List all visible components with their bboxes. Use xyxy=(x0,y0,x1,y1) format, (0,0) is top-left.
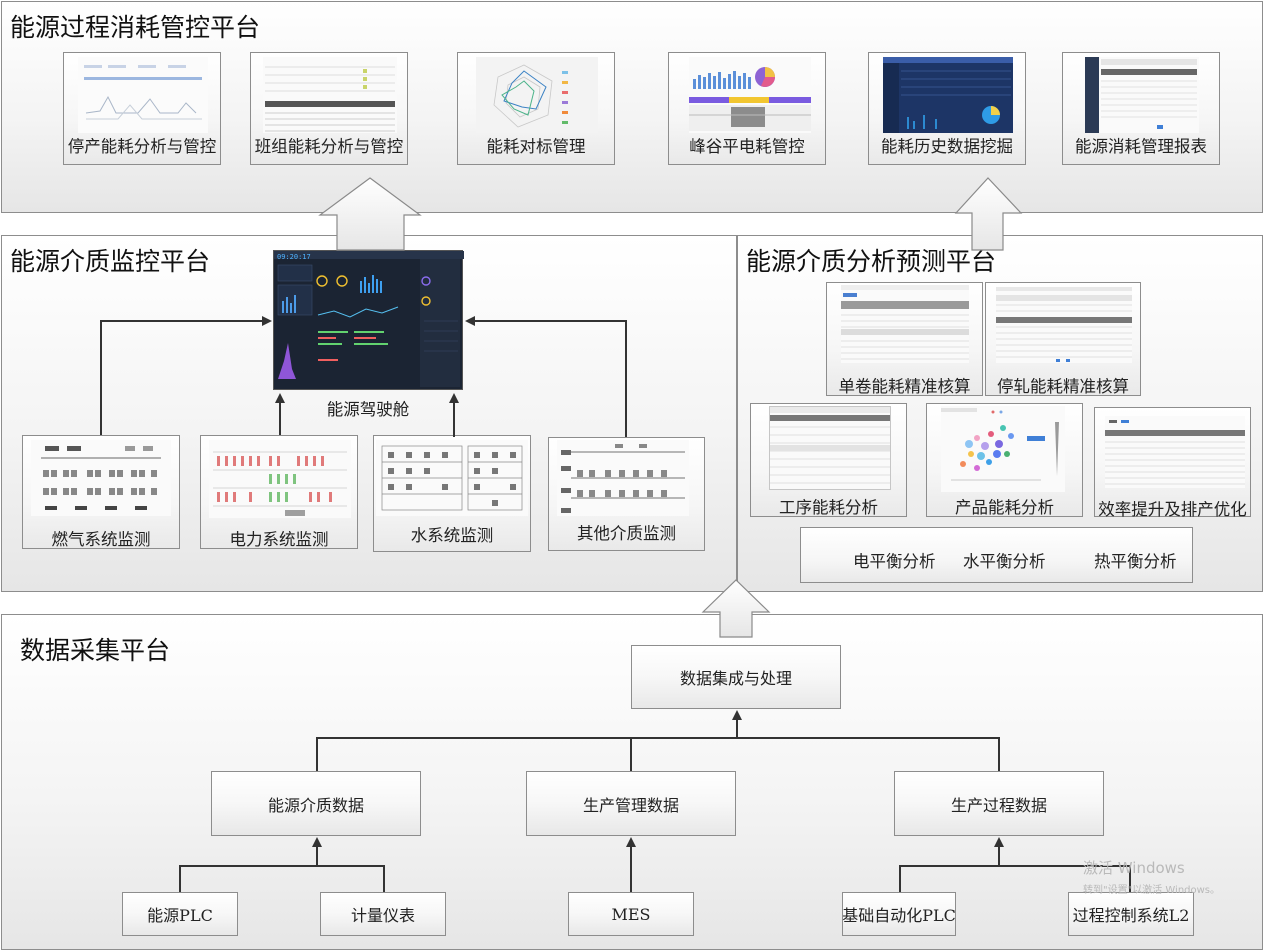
production-process-data[interactable]: 生产过程数据 xyxy=(894,771,1104,836)
box-label: 能源介质数据 xyxy=(267,795,364,815)
card-label: 其他介质监测 xyxy=(577,524,676,543)
box-label: 过程控制系统L2 xyxy=(1072,906,1190,925)
card-history-mining[interactable]: 能耗历史数据挖掘 xyxy=(868,52,1026,165)
card-label: 班组能耗分析与管控 xyxy=(254,137,404,156)
production-management-data[interactable]: 生产管理数据 xyxy=(526,771,736,836)
panel-title: 数据采集平台 xyxy=(20,636,171,665)
data-integration-processing[interactable]: 数据集成与处理 xyxy=(631,645,841,709)
thumbnail xyxy=(996,287,1132,363)
source-energy-plc[interactable]: 能源PLC xyxy=(122,892,238,936)
thumbnail xyxy=(941,406,1065,492)
card-team-energy[interactable]: 班组能耗分析与管控 xyxy=(250,52,408,165)
cockpit-chart-graphic xyxy=(274,251,464,387)
thumbnail xyxy=(376,440,528,516)
card-efficiency-scheduling[interactable]: 效率提升及排产优化 xyxy=(1094,407,1251,519)
box-label: 生产过程数据 xyxy=(950,795,1047,815)
thumbnail xyxy=(1085,57,1199,133)
card-shutdown-rolling-accounting[interactable]: 停轧能耗精准核算 xyxy=(985,282,1141,396)
electric-balance-analysis[interactable]: 电平衡分析 xyxy=(853,552,936,571)
box-label: 计量仪表 xyxy=(350,906,415,925)
water-balance-analysis[interactable]: 水平衡分析 xyxy=(963,552,1046,571)
source-mes[interactable]: MES xyxy=(568,892,694,936)
box-label: 数据集成与处理 xyxy=(679,669,792,688)
panel-title: 能源介质监控平台 xyxy=(10,247,211,276)
heat-balance-analysis[interactable]: 热平衡分析 xyxy=(1094,552,1177,571)
thumbnail xyxy=(883,57,1013,133)
card-water-monitoring[interactable]: 水系统监测 xyxy=(373,435,531,552)
card-label: 产品能耗分析 xyxy=(955,498,1054,517)
thumbnail xyxy=(689,57,811,133)
source-basic-automation-plc[interactable]: 基础自动化PLC xyxy=(842,892,956,936)
card-label: 燃气系统监测 xyxy=(51,530,151,549)
source-metering-instruments[interactable]: 计量仪表 xyxy=(320,892,446,936)
card-process-energy-analysis[interactable]: 工序能耗分析 xyxy=(750,403,907,517)
cockpit-label: 能源驾驶舱 xyxy=(326,400,410,419)
up-arrow-collect-to-predict xyxy=(701,579,771,638)
thumbnail xyxy=(263,57,397,133)
card-product-energy-analysis[interactable]: 产品能耗分析 xyxy=(926,403,1083,517)
card-label: 工序能耗分析 xyxy=(779,498,878,517)
thumbnail xyxy=(209,440,351,518)
up-arrow-predict-to-top xyxy=(954,177,1023,251)
card-label: 电力系统监测 xyxy=(229,530,329,549)
card-label: 停轧能耗精准核算 xyxy=(997,377,1129,396)
card-label: 能源消耗管理报表 xyxy=(1075,137,1207,156)
box-label: 能源PLC xyxy=(147,906,213,925)
card-other-medium-monitoring[interactable]: 其他介质监测 xyxy=(548,437,705,551)
cockpit-clock: 09:20:17 xyxy=(277,253,311,261)
card-label: 单卷能耗精准核算 xyxy=(838,377,971,396)
card-gas-monitoring[interactable]: 燃气系统监测 xyxy=(22,435,180,549)
card-label: 效率提升及排产优化 xyxy=(1098,500,1247,519)
card-label: 停产能耗分析与管控 xyxy=(67,137,217,156)
balance-analysis-group: 电平衡分析 水平衡分析 热平衡分析 xyxy=(800,527,1193,583)
card-shutdown-energy[interactable]: 停产能耗分析与管控 xyxy=(63,52,221,165)
windows-activation-watermark-title: 激活 Windows xyxy=(1083,859,1185,877)
thumbnail xyxy=(31,440,171,516)
card-power-monitoring[interactable]: 电力系统监测 xyxy=(200,435,358,549)
panel-title: 能源过程消耗管控平台 xyxy=(10,13,261,42)
thumbnail xyxy=(769,406,891,490)
card-benchmark[interactable]: 能耗对标管理 xyxy=(457,52,615,165)
panel-title: 能源介质分析预测平台 xyxy=(746,247,997,276)
card-label: 峰谷平电耗管控 xyxy=(689,137,805,156)
card-label: 能耗历史数据挖掘 xyxy=(881,137,1013,156)
card-label: 能耗对标管理 xyxy=(486,137,586,156)
box-label: MES xyxy=(611,904,651,924)
card-peak-valley[interactable]: 峰谷平电耗管控 xyxy=(668,52,826,165)
card-label: 水系统监测 xyxy=(410,526,494,545)
box-label: 基础自动化PLC xyxy=(842,906,956,925)
box-label: 生产管理数据 xyxy=(582,795,679,815)
card-coil-energy-accounting[interactable]: 单卷能耗精准核算 xyxy=(826,282,983,396)
thumbnail xyxy=(1105,416,1245,488)
energy-medium-data[interactable]: 能源介质数据 xyxy=(211,771,421,836)
thumbnail xyxy=(841,285,969,363)
up-arrow-monitor-to-top xyxy=(318,177,422,251)
card-consumption-report[interactable]: 能源消耗管理报表 xyxy=(1062,52,1220,165)
thumbnail xyxy=(476,57,598,133)
thumbnail xyxy=(78,57,208,133)
source-process-control-l2[interactable]: 过程控制系统L2 xyxy=(1068,892,1194,936)
windows-activation-watermark-hint: 转到"设置"以激活 Windows。 xyxy=(1083,885,1221,896)
thumbnail xyxy=(557,440,689,516)
